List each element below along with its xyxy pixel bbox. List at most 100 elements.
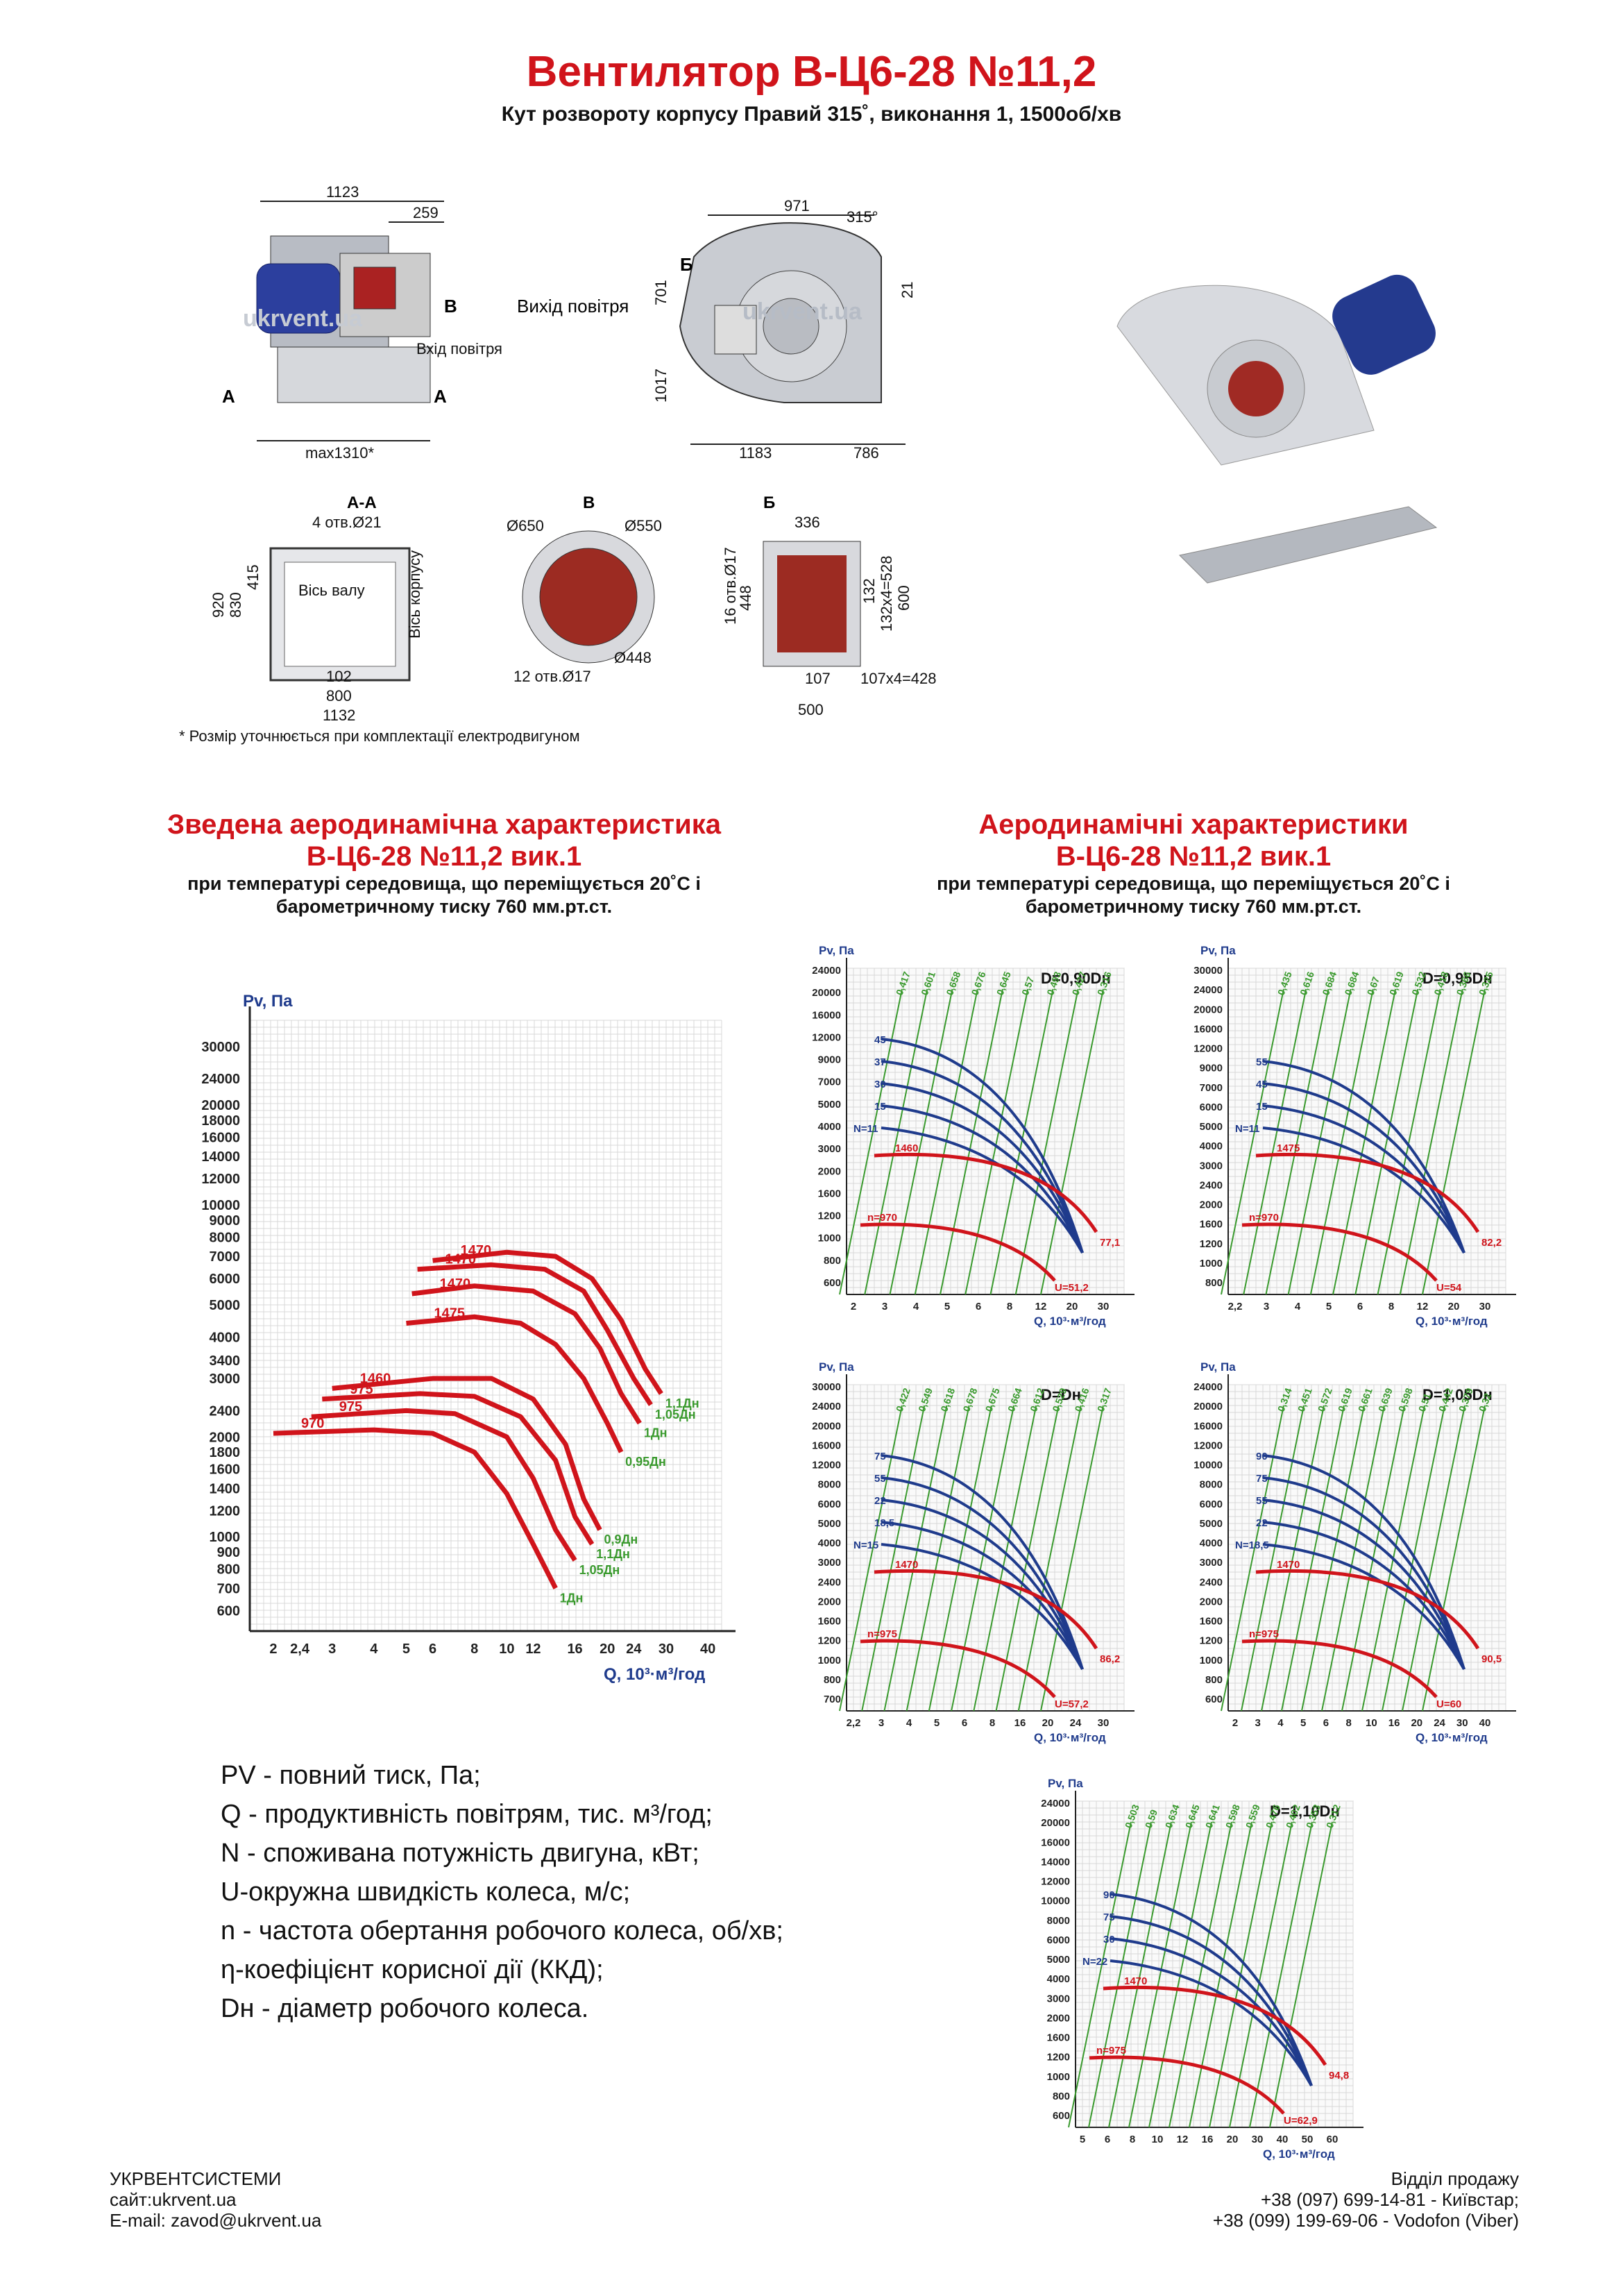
email-link[interactable]: E-mail: zavod@ukrvent.ua (110, 2210, 322, 2231)
dim-920: 920 (210, 592, 227, 618)
phone-kyivstar[interactable]: +38 (097) 699-14-81 - Київстар; (1260, 2189, 1519, 2210)
grid (249, 1020, 722, 1632)
y-tick-label: 1600 (210, 1462, 241, 1478)
y-tick-label: 20000 (812, 987, 841, 999)
x-tick-label: 40 (700, 1641, 715, 1657)
legend-item: PV - повний тиск, Па; (221, 1761, 481, 1790)
x-tick-label: 6 (1105, 2134, 1110, 2145)
power-label: N=15 (853, 1539, 878, 1551)
y-tick-label: 6000 (1200, 1499, 1223, 1510)
x-tick-label: 6 (1357, 1301, 1363, 1312)
rpm-curve (1241, 1222, 1438, 1282)
y-tick-label: 12000 (1041, 1876, 1070, 1888)
y-tick-label: 800 (824, 1255, 841, 1267)
x-tick-label: 20 (1227, 2134, 1239, 2145)
y-tick-label: 1600 (1200, 1616, 1223, 1628)
y-tick-label: 600 (1053, 2110, 1070, 2122)
x-tick-label: 50 (1302, 2134, 1314, 2145)
y-tick-label: 1200 (1047, 2052, 1070, 2063)
efficiency-line (1088, 1821, 1152, 2128)
right-title-2: В-Ц6-28 №11,2 вик.1 (1055, 841, 1332, 872)
y-tick-label: 24000 (1041, 1798, 1070, 1809)
power-label: 30 (1103, 1934, 1115, 1945)
y-tick-label: 24000 (812, 1401, 841, 1412)
y-tick-label: 6000 (1047, 1934, 1070, 1946)
x-tick-label: 5 (944, 1301, 950, 1312)
y-tick-label: 7000 (818, 1077, 841, 1088)
power-curve (1262, 1521, 1465, 1670)
x-tick-label: 30 (658, 1641, 674, 1657)
efficiency-line (861, 1405, 926, 1712)
x-tick-label: 8 (1130, 2134, 1135, 2145)
section-aa-drawing: А-А 4 отв.Ø21 Вісь валу Вісь корпусу 920… (210, 493, 423, 724)
x-tick-label: 10 (499, 1641, 514, 1657)
efficiency-line (1399, 988, 1463, 1295)
dim-107x4: 107х4=428 (860, 670, 937, 687)
label-b: Б (680, 254, 693, 275)
efficiency-line (973, 1405, 1037, 1712)
x-tick-label: 16 (1388, 1717, 1400, 1729)
site-link[interactable]: сайт:ukrvent.ua (110, 2189, 237, 2210)
y-tick-label: 20000 (1193, 1401, 1223, 1412)
legend-item: Dн - діаметр робочого колеса. (221, 1994, 589, 2023)
x-tick-label: 16 (567, 1641, 582, 1657)
u-high-label: 82,2 (1481, 1237, 1502, 1249)
x-tick-label: 40 (1277, 2134, 1289, 2145)
efficiency-line (940, 988, 1003, 1295)
y-tick-label: 10000 (201, 1198, 240, 1213)
series-line (273, 1427, 558, 1589)
y-tick-label: 2000 (1200, 1596, 1223, 1607)
y-tick-label: 1600 (1047, 2032, 1070, 2044)
efficiency-line (1040, 1405, 1104, 1712)
y-tick-label: 24000 (812, 965, 841, 977)
power-label: 37 (874, 1056, 886, 1068)
y-tick-label: 8000 (1047, 1915, 1070, 1927)
y-tick-label: 1000 (818, 1655, 841, 1666)
x-axis-label: Q, 10³·м³/год (1263, 2147, 1335, 2161)
rpm-label: 1475 (434, 1306, 465, 1322)
y-tick-label: 5000 (818, 1099, 841, 1111)
x-tick-label: 60 (1327, 2134, 1339, 2145)
power-label: 45 (874, 1034, 886, 1046)
dim-107: 107 (805, 670, 831, 687)
rpm-label: 1470 (440, 1276, 471, 1292)
y-tick-label: 30000 (812, 1381, 841, 1393)
y-tick-label: 20000 (812, 1420, 841, 1432)
x-axis-label: Q, 10³·м³/год (1034, 1315, 1106, 1328)
dim-132x4: 132х4=528 (878, 556, 895, 632)
y-tick-label: 12000 (812, 1460, 841, 1471)
right-title-1: Аеродинамічні характеристики (978, 809, 1409, 840)
y-tick-label: 12000 (812, 1031, 841, 1043)
x-tick-label: 5 (934, 1717, 940, 1729)
diameter-label: 1,05Дн (579, 1563, 620, 1577)
power-label: 75 (1103, 1911, 1115, 1923)
power-curve (881, 1060, 1084, 1253)
x-tick-label: 20 (1067, 1301, 1078, 1312)
y-tick-label: 6000 (210, 1272, 241, 1287)
y-tick-label: 2400 (818, 1576, 841, 1588)
y-tick-label: 3400 (210, 1353, 241, 1369)
right-sub-2: барометричному тиску 760 мм.рт.ст. (1025, 896, 1362, 917)
y-tick-label: 16000 (1041, 1837, 1070, 1848)
y-tick-label: 7000 (210, 1249, 241, 1265)
efficiency-line (1269, 1821, 1333, 2128)
x-tick-label: 2,2 (847, 1717, 861, 1729)
fan-photo: ukrvent.ua (1116, 274, 1438, 584)
y-tick-label: 900 (217, 1545, 240, 1560)
front-view-drawing: 971 315° 701 1017 21 1183 786 Б Вихід по… (517, 197, 916, 462)
phone-vodafone[interactable]: +38 (099) 199-69-06 - Vodofon (Viber) (1212, 2210, 1519, 2231)
x-tick-label: 4 (1277, 1717, 1284, 1729)
side-view-drawing: 1123 259 max1310* В А А Вхід повітря ukr… (222, 183, 502, 462)
x-tick-label: 40 (1479, 1717, 1491, 1729)
power-curve (881, 1476, 1084, 1670)
x-tick-label: 5 (1300, 1717, 1306, 1729)
efficiency-line (995, 1405, 1060, 1712)
efficiency-line (1309, 988, 1374, 1295)
power-label: 15 (1256, 1101, 1268, 1113)
power-label: 55 (874, 1473, 886, 1485)
y-tick-label: 4000 (1200, 1537, 1223, 1549)
y-tick-label: 8000 (1200, 1479, 1223, 1491)
view-b-drawing: Б 336 16 отв.Ø17 448 132 132х4=528 600 1… (722, 493, 937, 718)
x-tick-label: 2 (851, 1301, 856, 1312)
x-tick-label: 3 (878, 1717, 884, 1729)
